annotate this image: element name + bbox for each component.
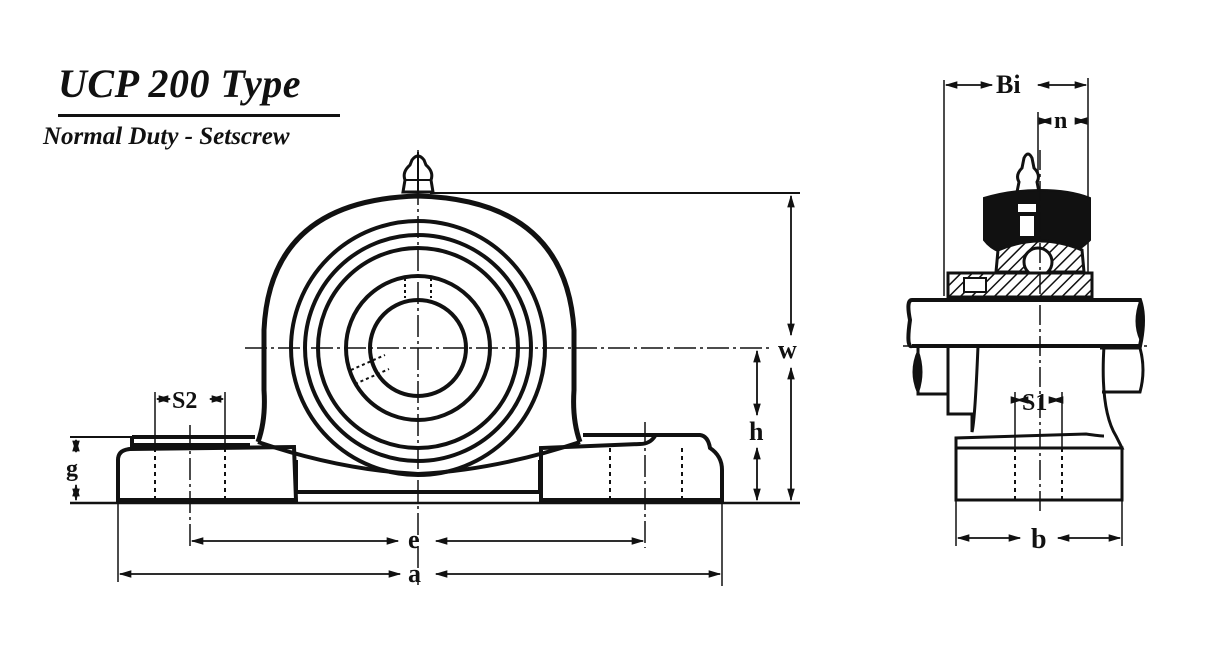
left-foot (116, 435, 299, 502)
dim-label-s2: S2 (172, 388, 197, 414)
housing-cap (983, 188, 1091, 253)
dim-label-s1: S1 (1022, 390, 1047, 416)
base-block (954, 446, 1124, 502)
shaft (906, 298, 1145, 349)
title-underline (58, 114, 340, 117)
dim-label-w: w (778, 335, 797, 364)
dim-label-a: a (408, 559, 421, 588)
dim-label-bi: Bi (996, 70, 1021, 99)
right-foot (539, 433, 724, 502)
diagram-subtitle: Normal Duty - Setscrew (43, 123, 290, 150)
dim-label-b: b (1031, 524, 1047, 555)
diagram-title: UCP 200 Type (58, 61, 301, 106)
side-view (903, 78, 1150, 546)
dim-label-e: e (408, 525, 420, 554)
dim-label-n: n (1054, 108, 1067, 134)
dim-label-h: h (749, 417, 764, 446)
dim-label-g: g (66, 456, 78, 482)
front-view (70, 150, 800, 586)
